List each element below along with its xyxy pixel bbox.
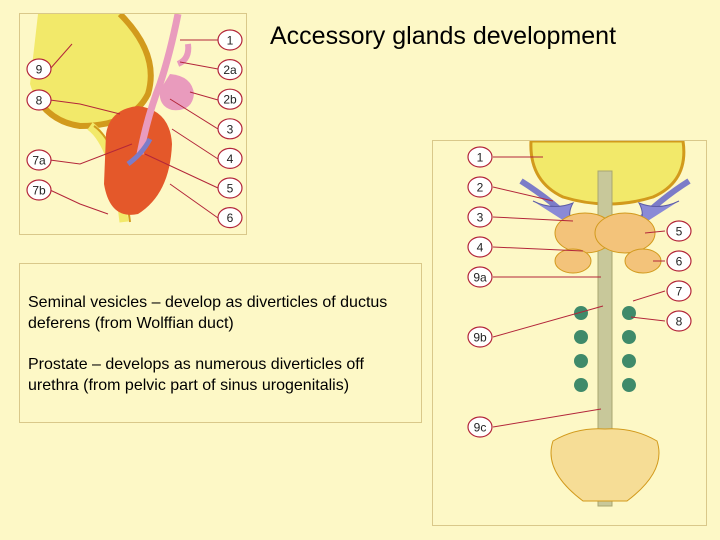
- frontal-label-text: 7: [676, 285, 683, 299]
- sagittal-label-6: 6: [217, 207, 243, 229]
- sagittal-label-text: 5: [227, 182, 234, 196]
- sagittal-labels: 1 2a 2b 3 4 5 6 9 8 7a 7b: [26, 29, 243, 229]
- urethra-frontal: [597, 170, 613, 507]
- sagittal-label-2a: 2a: [217, 58, 243, 81]
- frontal-label-7: 7: [666, 280, 692, 302]
- frontal-label-circle: [467, 146, 493, 168]
- frontal-label-text: 6: [676, 255, 683, 269]
- frontal-label-text: 1: [477, 151, 484, 165]
- urethral-glands: [574, 306, 636, 392]
- sagittal-label-circle: [217, 177, 243, 199]
- ejaculatory-duct: [126, 137, 153, 167]
- sagittal-label-circle: [217, 207, 243, 229]
- frontal-label-text: 3: [477, 211, 484, 225]
- sagittal-label-text: 4: [227, 152, 234, 166]
- sagittal-label-9: 9: [26, 58, 52, 80]
- frontal-label-9b: 9b: [467, 326, 493, 348]
- frontal-label-text: 5: [676, 225, 683, 239]
- frontal-label-circle: [666, 280, 692, 302]
- sagittal-label-4: 4: [217, 147, 243, 169]
- prostate-right-lobe: [594, 212, 656, 254]
- sagittal-diagram: [30, 11, 219, 223]
- sagittal-label-text: 2a: [223, 63, 237, 77]
- frontal-label-text: 2: [477, 181, 484, 195]
- sagittal-label-text: 8: [36, 94, 43, 108]
- sagittal-label-circle: [217, 118, 243, 140]
- sagittal-label-text: 7a: [32, 154, 46, 168]
- seminal-vesicles-text: Seminal vesicles – develop as diverticle…: [28, 294, 388, 332]
- frontal-label-4: 4: [467, 236, 493, 258]
- frontal-label-text: 8: [676, 315, 683, 329]
- sagittal-label-circle: [217, 58, 243, 81]
- frontal-label-5: 5: [666, 220, 692, 242]
- sagittal-label-2b: 2b: [217, 88, 243, 110]
- frontal-leader-lines: [492, 156, 666, 428]
- frontal-label-circle: [666, 250, 692, 272]
- sagittal-label-circle: [26, 89, 52, 111]
- frontal-label-2: 2: [467, 176, 493, 198]
- frontal-label-circle: [467, 416, 493, 438]
- frontal-label-9c: 9c: [467, 416, 493, 438]
- bulbourethral-left: [554, 248, 592, 274]
- frontal-label-text: 4: [477, 241, 484, 255]
- frontal-label-8: 8: [666, 310, 692, 332]
- sagittal-label-8: 8: [26, 89, 52, 111]
- frontal-diagram-panel: 1 2 3 4 9a 9b 9c 5 6 7 8: [432, 139, 707, 526]
- frontal-label-circle: [467, 236, 493, 258]
- frontal-label-circle: [467, 266, 493, 288]
- leader-lines: [49, 39, 219, 219]
- slide-title: Accessory glands development: [270, 22, 617, 50]
- sagittal-diagram-panel: 1 2a 2b 3 4 5 6 9 8 7a 7b: [19, 11, 247, 235]
- frontal-label-circle: [467, 206, 493, 228]
- frontal-label-circle: [467, 176, 493, 198]
- frontal-label-circle: [666, 310, 692, 332]
- frontal-label-1: 1: [467, 146, 493, 168]
- sagittal-label-circle: [217, 29, 243, 51]
- sagittal-label-7b: 7b: [26, 179, 52, 201]
- sagittal-label-3: 3: [217, 118, 243, 140]
- sagittal-label-text: 6: [227, 211, 234, 225]
- sagittal-label-circle: [26, 149, 52, 171]
- sagittal-label-text: 1: [227, 34, 234, 48]
- glans-shape: [550, 428, 660, 502]
- sagittal-label-text: 9: [36, 63, 43, 77]
- prostate-shape: [104, 106, 172, 215]
- ductus-deferens: [136, 13, 182, 155]
- frontal-label-text: 9c: [474, 421, 487, 435]
- prostate-text: Prostate – develops as numerous divertic…: [28, 356, 364, 394]
- sagittal-label-1: 1: [217, 29, 243, 51]
- frontal-label-circle: [666, 220, 692, 242]
- frontal-label-circle: [467, 326, 493, 348]
- sagittal-label-circle: [217, 88, 243, 110]
- frontal-label-3: 3: [467, 206, 493, 228]
- sagittal-label-circle: [26, 58, 52, 80]
- seminal-vesicle-duct: [176, 43, 192, 67]
- sagittal-label-text: 7b: [32, 184, 46, 198]
- sagittal-label-text: 2b: [223, 93, 237, 107]
- sagittal-label-circle: [217, 147, 243, 169]
- frontal-label-9a: 9a: [467, 266, 493, 288]
- sagittal-label-text: 3: [227, 122, 234, 136]
- sagittal-label-5: 5: [217, 177, 243, 199]
- seminal-vesicle-shape: [159, 74, 194, 111]
- frontal-label-text: 9b: [473, 331, 487, 345]
- sagittal-label-7a: 7a: [26, 149, 52, 171]
- sagittal-label-circle: [26, 179, 52, 201]
- description-box: Seminal vesicles – develop as diverticle…: [19, 263, 422, 423]
- frontal-label-6: 6: [666, 250, 692, 272]
- frontal-label-text: 9a: [473, 271, 487, 285]
- bladder-shape: [30, 14, 151, 126]
- frontal-diagram: 1 2 3 4 9a 9b 9c 5 6 7 8: [467, 139, 692, 507]
